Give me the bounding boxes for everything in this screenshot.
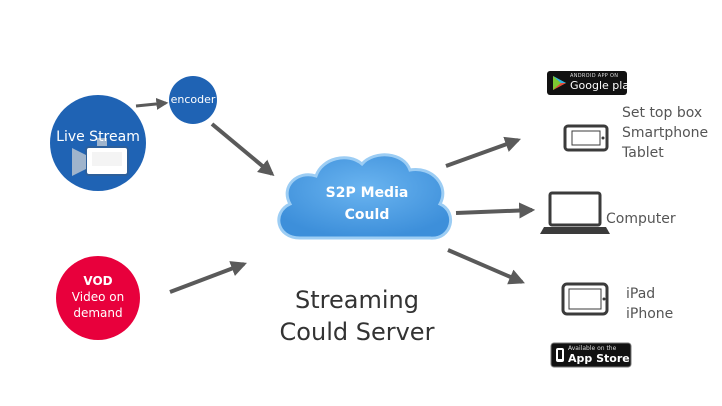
arrow-live-to-encoder: [135, 97, 169, 110]
cloud-label: S2P Media Could: [312, 182, 422, 226]
live-stream-label: Live Stream: [56, 129, 140, 145]
vod-label-line1: VOD: [83, 274, 113, 288]
device-smartphone: Smartphone: [622, 125, 709, 141]
arrow-vod-to-cloud: [169, 261, 247, 294]
arrow-encoder-to-cloud: [210, 122, 275, 177]
video-camera-icon: [72, 138, 129, 176]
vod-label-line3: demand: [73, 306, 123, 320]
caption-line2: Could Server: [279, 318, 435, 346]
media-cloud: [277, 153, 452, 240]
device-list-apple: iPad iPhone: [626, 284, 673, 324]
app-store-small-text: Available on the: [568, 345, 617, 352]
device-ipad: iPad: [626, 286, 656, 302]
google-play-large-text: Google play: [570, 79, 636, 92]
caption-line1: Streaming: [295, 286, 419, 314]
tablet-icon: [561, 282, 609, 316]
device-computer: Computer: [606, 211, 676, 227]
arrow-cloud-to-computer: [455, 202, 536, 219]
arrow-cloud-to-ipad: [447, 248, 525, 285]
app-store-large-text: App Store: [568, 352, 630, 365]
vod-label-line2: Video on: [71, 290, 125, 304]
vod-node: [56, 256, 140, 340]
google-play-small-text: ANDROID APP ON: [570, 73, 619, 79]
streaming-caption: Streaming Could Server: [262, 284, 452, 348]
encoder-node: [169, 76, 217, 124]
smartphone-icon: [563, 124, 609, 152]
encoder-label: encoder: [170, 93, 216, 106]
device-tablet: Tablet: [622, 145, 664, 161]
app-store-badge[interactable]: [550, 342, 632, 368]
device-set-top-box: Set top box: [622, 105, 703, 121]
google-play-badge[interactable]: [547, 71, 627, 95]
cloud-label-line1: S2P Media: [325, 185, 409, 201]
cloud-label-line2: Could: [344, 207, 390, 223]
device-iphone: iPhone: [626, 306, 674, 322]
device-list-mobile: Set top box Smartphone Tablet: [622, 103, 708, 163]
vod-label: VOD Video on demand: [62, 273, 134, 321]
laptop-icon: [540, 191, 610, 234]
arrow-cloud-to-mobile: [445, 136, 522, 168]
